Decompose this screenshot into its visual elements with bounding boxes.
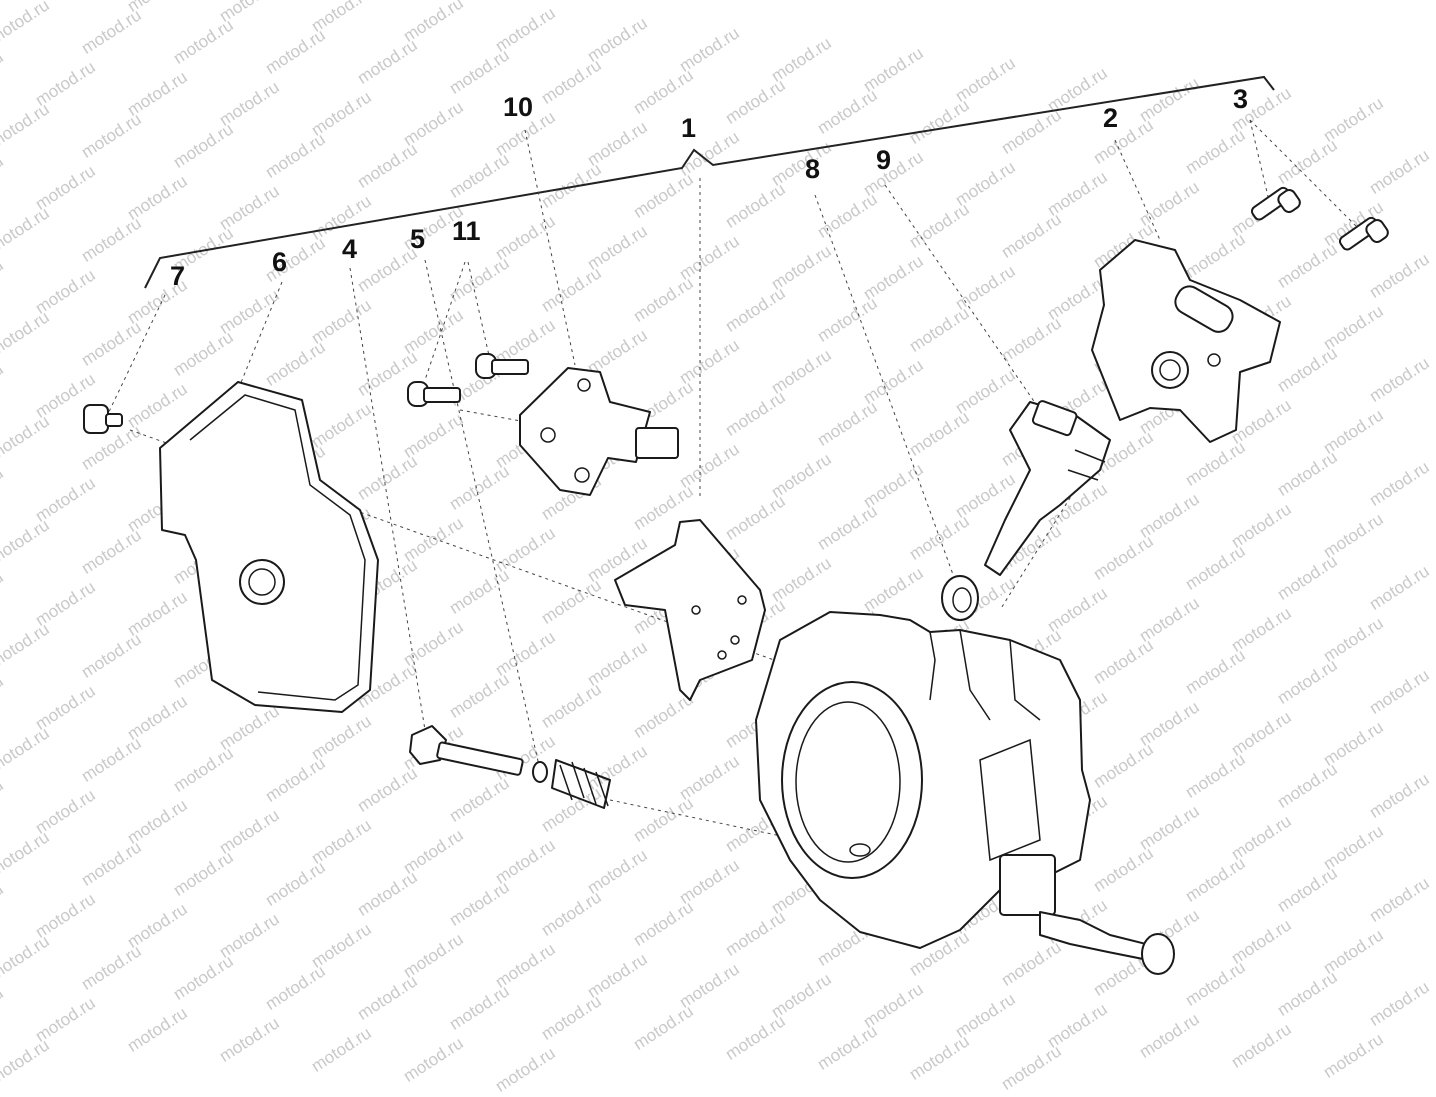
throttle-body [755,611,1175,975]
callout-2: 2 [1103,103,1119,133]
part-10-sensor [519,367,679,496]
callout-9: 9 [876,145,892,175]
callout-8: 8 [805,154,821,184]
part-6-cover [159,381,379,713]
part-2-fuel-rail [1091,239,1281,443]
part-9-seal [941,575,979,621]
part-3-screws [1250,186,1389,251]
part-8-injector [984,400,1111,576]
part-7-cap [83,404,123,434]
callout-5: 5 [410,224,426,254]
callout-7: 7 [170,261,186,291]
part-4-bolt [409,725,524,776]
callout-11: 11 [452,216,481,246]
callout-6: 6 [272,247,288,277]
callout-4: 4 [342,234,358,264]
part-5-spring [532,759,611,809]
leader-lines [104,119,1361,841]
callout-1: 1 [681,113,697,143]
callout-10: 10 [503,92,534,122]
bracket-plate [614,519,766,701]
part-11-screws [407,353,529,407]
group-bracket-line [144,75,1275,289]
callout-3: 3 [1233,84,1249,114]
